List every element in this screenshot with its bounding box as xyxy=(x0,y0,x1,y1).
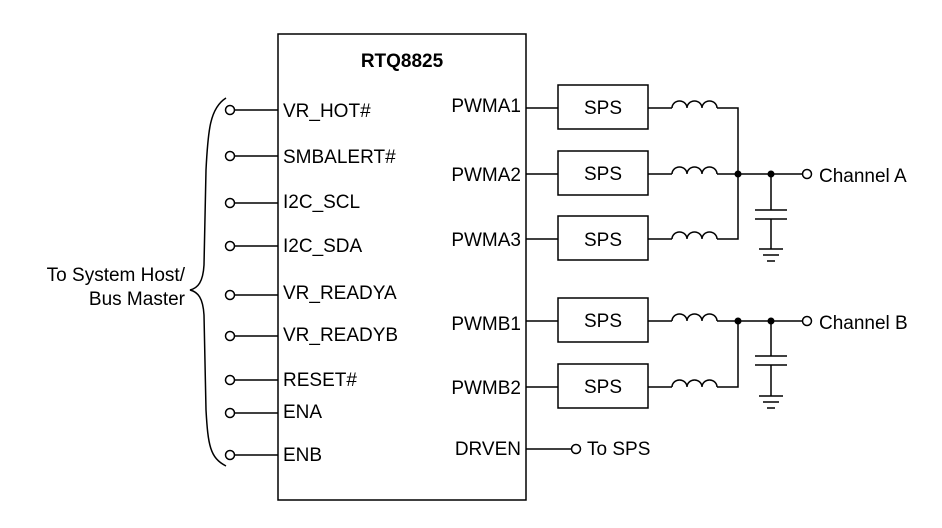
terminal-icon xyxy=(224,407,236,419)
pin-ena: ENA xyxy=(224,402,322,423)
inductor-icon xyxy=(671,166,718,175)
sps-label: SPS xyxy=(584,311,622,332)
host-label-line2: Bus Master xyxy=(89,289,186,310)
sps-label: SPS xyxy=(584,230,622,251)
channel-a-label: Channel A xyxy=(819,166,907,187)
terminal-icon xyxy=(224,240,236,252)
inductor-icon xyxy=(671,100,718,109)
sps-label: SPS xyxy=(584,377,622,398)
pin-label: I2C_SCL xyxy=(283,192,360,213)
drven-target-label: To SPS xyxy=(587,439,650,460)
drven-output: To SPS xyxy=(526,439,650,460)
sps-block xyxy=(557,150,649,196)
capacitor-icon xyxy=(755,321,787,396)
terminal-icon xyxy=(224,150,236,162)
sps-block xyxy=(557,215,649,261)
pin-label: ENA xyxy=(283,402,322,423)
pin-vr-readyb: VR_READYB xyxy=(224,325,398,346)
channel-a-output: Channel A xyxy=(734,166,907,262)
pin-pwmb1-label: PWMB1 xyxy=(451,314,521,335)
sps-block xyxy=(557,363,649,409)
ground-icon xyxy=(759,395,783,409)
channel-b-output: Channel B xyxy=(734,313,908,409)
pin-pwma2-label: PWMA2 xyxy=(451,165,521,186)
pin-reset: RESET# xyxy=(224,370,357,391)
phase-a1: SPS xyxy=(526,84,739,174)
terminal-icon xyxy=(224,289,236,301)
phase-b1: SPS xyxy=(526,297,738,343)
pin-i2c-scl: I2C_SCL xyxy=(224,192,360,213)
capacitor-icon xyxy=(755,174,787,249)
inductor-icon xyxy=(671,231,718,240)
phase-b2: SPS xyxy=(526,321,739,409)
pin-pwma1-label: PWMA1 xyxy=(451,96,521,117)
terminal-icon xyxy=(224,197,236,209)
host-brace xyxy=(189,97,227,467)
sps-block xyxy=(557,297,649,343)
pin-label: I2C_SDA xyxy=(283,236,363,257)
chip-body xyxy=(277,33,527,501)
pin-enb: ENB xyxy=(224,445,322,466)
ground-icon xyxy=(759,248,783,262)
pin-pwmb2-label: PWMB2 xyxy=(451,378,521,399)
inductor-icon xyxy=(671,379,718,388)
junction-dot xyxy=(734,317,742,325)
pin-label: ENB xyxy=(283,445,322,466)
pin-vr-readya: VR_READYA xyxy=(224,283,397,304)
pin-label: VR_HOT# xyxy=(283,101,371,122)
terminal-icon xyxy=(224,449,236,461)
inductor-icon xyxy=(671,313,718,322)
phase-a2: SPS xyxy=(526,150,738,196)
terminal-icon xyxy=(224,374,236,386)
pin-label: VR_READYA xyxy=(283,283,397,304)
host-label-line1: To System Host/ xyxy=(47,265,186,286)
sps-label: SPS xyxy=(584,98,622,119)
terminal-icon xyxy=(801,315,813,327)
terminal-icon xyxy=(224,104,236,116)
sps-block xyxy=(557,84,649,130)
sps-label: SPS xyxy=(584,164,622,185)
pin-drven-label: DRVEN xyxy=(455,439,521,460)
channel-b-label: Channel B xyxy=(819,313,908,334)
pin-label: RESET# xyxy=(283,370,357,391)
pin-i2c-sda: I2C_SDA xyxy=(224,236,363,257)
phase-a3: SPS xyxy=(526,174,739,261)
pin-pwma3-label: PWMA3 xyxy=(451,230,521,251)
terminal-icon xyxy=(224,330,236,342)
terminal-icon xyxy=(570,443,582,455)
pin-smbalert: SMBALERT# xyxy=(224,147,396,168)
junction-dot xyxy=(734,170,742,178)
pin-label: VR_READYB xyxy=(283,325,398,346)
pin-label: SMBALERT# xyxy=(283,147,396,168)
terminal-icon xyxy=(801,168,813,180)
chip-name: RTQ8825 xyxy=(361,51,444,72)
pin-vr-hot: VR_HOT# xyxy=(224,101,371,122)
